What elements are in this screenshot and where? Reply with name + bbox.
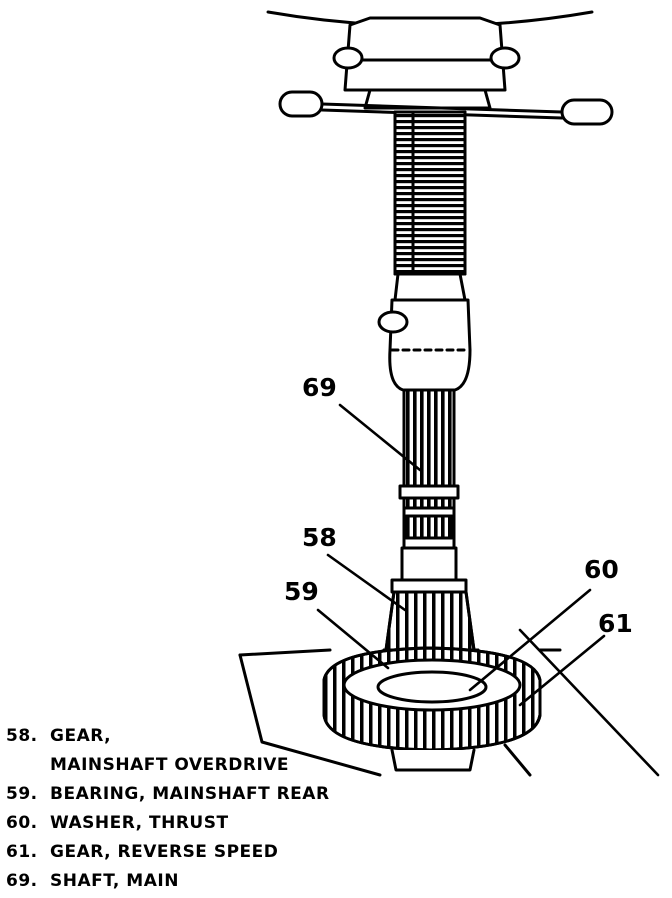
legend-row: MAINSHAFT OVERDRIVE [0, 751, 420, 780]
legend-number: 60. [6, 813, 38, 833]
legend-row: 59. BEARING, MAINSHAFT REAR [0, 780, 420, 809]
callout-58: 58 [302, 523, 337, 552]
legend-number: 59. [6, 784, 38, 804]
legend-row: 60. WASHER, THRUST [0, 809, 420, 838]
legend-text: GEAR, [50, 726, 112, 746]
legend-row: 58. GEAR, [0, 722, 420, 751]
thrust-washer [376, 670, 488, 704]
legend-text: MAINSHAFT OVERDRIVE [50, 755, 290, 775]
legend-number: 58. [6, 726, 38, 746]
leader-lines [316, 403, 660, 777]
callout-61: 61 [598, 609, 633, 638]
legend-text: WASHER, THRUST [50, 813, 229, 833]
press-fixture [238, 648, 562, 777]
press-handle [278, 90, 614, 126]
press-head [332, 16, 521, 110]
legend-row: 69. SHAFT, MAIN [0, 867, 420, 896]
press-screw [393, 110, 467, 276]
legend-text: GEAR, REVERSE SPEED [50, 842, 279, 862]
press-adapter [377, 272, 472, 392]
legend-number: 61. [6, 842, 38, 862]
main-shaft [398, 388, 460, 582]
legend-number: 69. [6, 871, 38, 891]
parts-legend: 58. GEAR, MAINSHAFT OVERDRIVE 59. BEARIN… [0, 722, 420, 896]
overdrive-gear [384, 578, 476, 652]
callout-69: 69 [302, 373, 337, 402]
legend-text: BEARING, MAINSHAFT REAR [50, 784, 330, 804]
callout-60: 60 [584, 555, 619, 584]
legend-text: SHAFT, MAIN [50, 871, 179, 891]
callout-59: 59 [284, 577, 319, 606]
reverse-speed-gear [322, 646, 542, 772]
legend-row: 61. GEAR, REVERSE SPEED [0, 838, 420, 867]
